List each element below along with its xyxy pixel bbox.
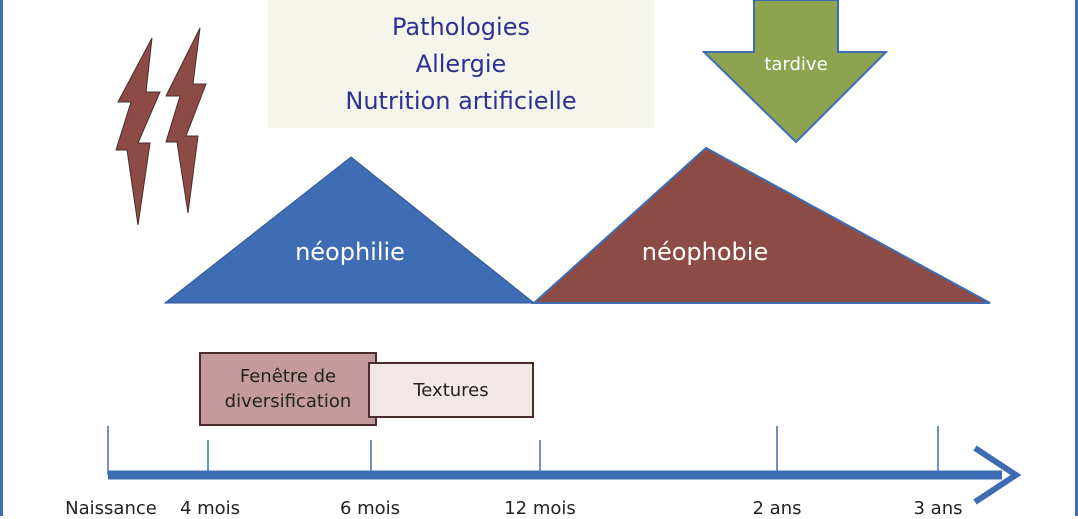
tick-label-3-ans: 3 ans <box>913 498 963 519</box>
tick-label-naissance: Naissance <box>65 498 157 519</box>
lightning-bolt-icon <box>115 37 161 226</box>
factor-nutrition-artificielle: Nutrition artificielle <box>345 86 577 115</box>
lightning-bolt-icon <box>165 27 207 214</box>
factor-pathologies: Pathologies <box>392 12 530 41</box>
factor-allergie: Allergie <box>415 49 507 78</box>
tick-label-6-mois: 6 mois <box>339 498 401 519</box>
textures-box: Textures <box>368 362 534 418</box>
neophilie-label: néophilie <box>295 238 405 266</box>
neophilie-triangle: néophilie <box>163 156 536 304</box>
timeline-axis <box>107 426 1022 505</box>
risk-factors-box: Pathologies Allergie Nutrition artificie… <box>268 0 654 128</box>
tardive-label: tardive <box>764 54 827 75</box>
fenetre-diversification-box: Fenêtre de diversification <box>199 352 377 426</box>
tick-label-12-mois: 12 mois <box>504 498 576 519</box>
tick-label-2-ans: 2 ans <box>752 498 802 519</box>
fenetre-label-line2: diversification <box>224 391 352 412</box>
neophobie-triangle: néophobie <box>531 146 991 304</box>
textures-label: Textures <box>413 379 489 401</box>
tick-label-4-mois: 4 mois <box>179 498 241 519</box>
fenetre-label-line1: Fenêtre de <box>239 366 337 387</box>
tardive-down-arrow: tardive <box>701 0 889 144</box>
neophobie-label: néophobie <box>642 238 768 266</box>
